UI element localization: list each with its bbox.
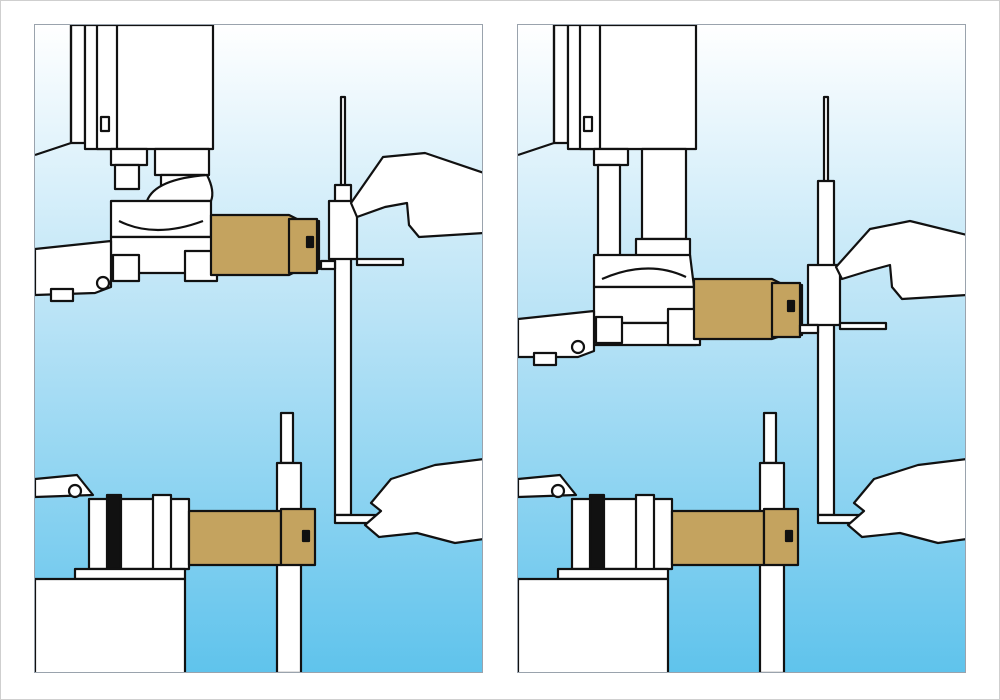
height-gauge-icon [798,95,888,525]
upper-tool-arm [518,309,596,367]
lower-workpiece [187,507,317,567]
panel-right [517,24,966,673]
upper-tool-arm [35,239,113,303]
panel-left [34,24,483,673]
upper-workpiece [209,213,321,277]
hand-icon [349,151,482,239]
illustration-right [518,25,965,672]
illustration-left [35,25,482,672]
press-ram-icon [35,25,215,201]
lower-workpiece [670,507,800,567]
die-holder-icon [35,473,191,672]
die-post [758,411,786,672]
height-gauge-icon [319,95,405,525]
punch-holder-icon [592,253,702,347]
hand-icon [363,458,482,545]
die-holder-icon [518,473,674,672]
hand-icon [834,219,965,301]
hand-icon [846,458,965,545]
upper-workpiece [692,277,804,341]
die-post [275,411,303,672]
